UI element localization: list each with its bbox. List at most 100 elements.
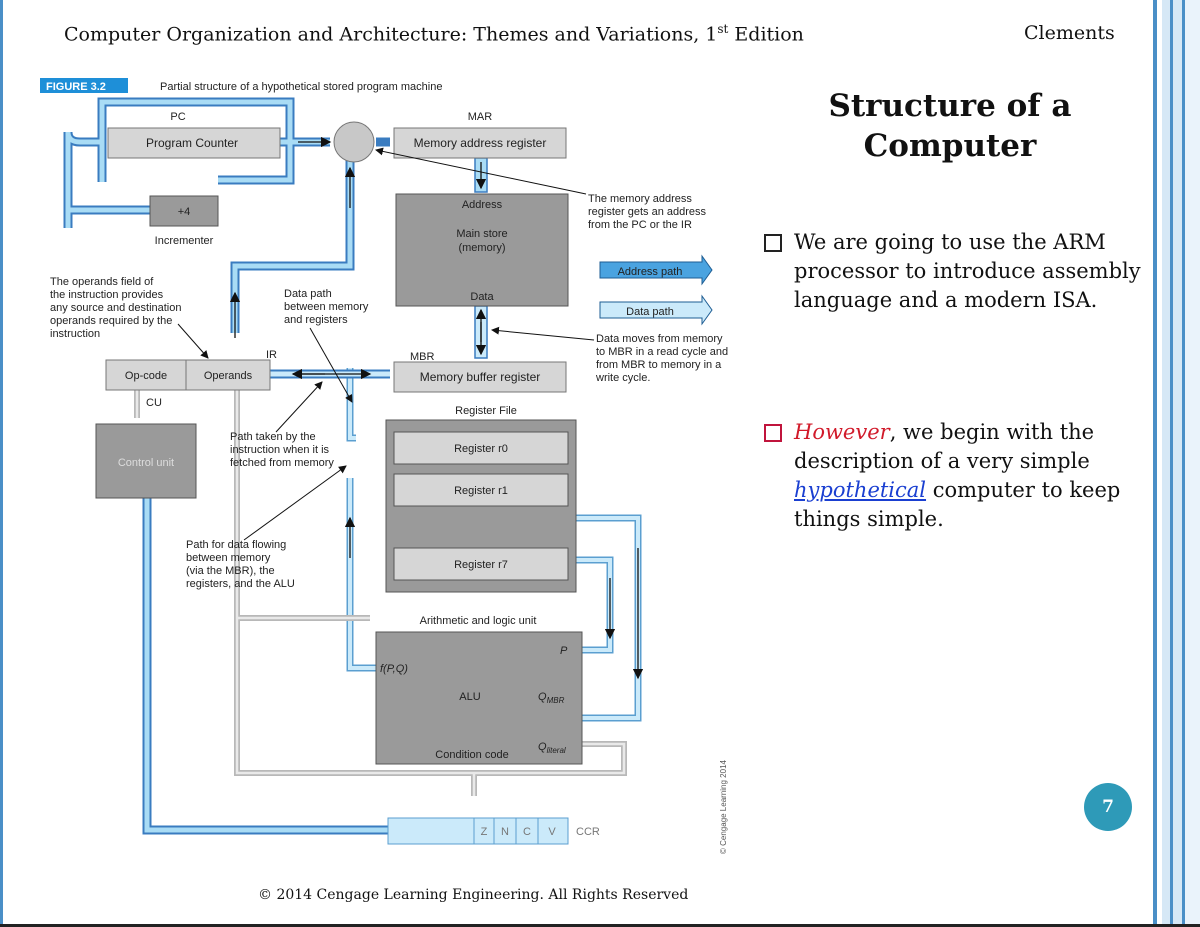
svg-text:Address path: Address path [618,266,683,278]
svg-text:Memory buffer register: Memory buffer register [420,370,541,384]
bullet-1: We are going to use the ARM processor to… [764,228,1156,315]
svg-text:registers, and the ALU: registers, and the ALU [186,578,295,590]
svg-text:Register r0: Register r0 [454,443,508,455]
svg-text:Path for data flowing: Path for data flowing [186,539,286,551]
svg-text:QMBR: QMBR [538,691,565,705]
pc-label: PC [170,111,185,123]
svg-text:The memory address: The memory address [588,193,692,205]
register-file-label: Register File [455,405,517,417]
bullet-2: However, we begin with the description o… [764,418,1156,534]
svg-text:Op-code: Op-code [125,370,167,382]
data-path-legend [599,294,713,326]
page-number-badge: 7 [1084,783,1132,831]
operands-box [185,359,271,391]
slide-title: Structure of a Computer [828,88,1072,164]
svg-text:operands required by the: operands required by the [50,315,172,327]
bottom-frame-line [0,924,1200,927]
mar-label: MAR [468,111,493,123]
checkbox-bullet-icon [764,424,782,442]
svg-text:between memory: between memory [284,301,369,313]
svg-text:to MBR in a read cycle and: to MBR in a read cycle and [596,346,728,358]
opcode-box [105,359,187,391]
svg-text:The operands field of: The operands field of [50,276,154,288]
svg-text:Memory address register: Memory address register [414,136,547,150]
address-path-legend [599,254,713,286]
svg-text:the instruction provides: the instruction provides [50,289,164,301]
svg-text:Address: Address [462,199,503,211]
svg-text:instruction when it is: instruction when it is [230,444,330,456]
svg-text:f(P,Q): f(P,Q) [380,663,408,675]
svg-text:N: N [501,826,509,838]
svg-text:P: P [560,645,568,657]
svg-text:Data: Data [470,291,494,303]
incrementer-box [149,195,219,227]
fetch-annotation: Path taken by the instruction when it is… [230,381,334,469]
svg-text:from MBR to memory in a: from MBR to memory in a [596,359,722,371]
address-selector [333,121,375,163]
ir-label: IR [266,349,277,361]
svg-text:Qliteral: Qliteral [538,741,566,755]
ccr-register [473,817,569,845]
svg-text:between memory: between memory [186,552,271,564]
book-title: Computer Organization and Architecture: … [64,22,804,46]
svg-text:Data path: Data path [284,288,332,300]
mar-annotation: The memory address register gets an addr… [375,147,707,231]
alu-title: Arithmetic and logic unit [420,615,537,627]
svg-text:any source and destination: any source and destination [50,302,181,314]
mar-box [393,127,567,159]
register-r0 [393,431,569,465]
right-decorative-stripes [1150,0,1200,927]
svg-text:Register r7: Register r7 [454,559,508,571]
svg-text:and registers: and registers [284,314,348,326]
alu-box [375,631,583,765]
svg-text:Operands: Operands [204,370,253,382]
svg-text:from the PC or the IR: from the PC or the IR [588,219,692,231]
svg-text:V: V [548,826,556,838]
figure-caption: Partial structure of a hypothetical stor… [160,81,442,93]
program-counter-box [107,127,281,159]
svg-text:Path taken by the: Path taken by the [230,431,316,443]
svg-text:Register r1: Register r1 [454,485,508,497]
checkbox-bullet-icon [764,234,782,252]
svg-text:Data path: Data path [626,306,674,318]
left-frame-bar [0,0,3,927]
mbr-box [393,361,567,393]
author-name: Clements [1024,22,1115,44]
svg-text:+4: +4 [178,206,191,218]
figure-copyright: © Cengage Learning 2014 [719,759,728,854]
footer-copyright: © 2014 Cengage Learning Engineering. All… [258,887,689,903]
svg-text:Z: Z [481,826,488,838]
svg-text:(via the MBR), the: (via the MBR), the [186,565,275,577]
figure-badge: FIGURE 3.2 [46,81,106,93]
control-unit-box [95,423,197,499]
svg-text:CCR: CCR [576,826,600,838]
svg-text:Data moves from memory: Data moves from memory [596,333,723,345]
svg-text:ALU: ALU [459,691,480,703]
svg-text:Program Counter: Program Counter [146,136,238,150]
svg-text:fetched from memory: fetched from memory [230,457,334,469]
stored-program-machine-diagram: FIGURE 3.2 Partial structure of a hypoth… [40,78,728,854]
register-r1 [393,473,569,507]
operands-annotation: The operands field of the instruction pr… [50,276,209,359]
register-r7 [393,547,569,581]
hypothetical-link[interactable]: hypothetical [794,478,927,502]
cu-label: CU [146,397,162,409]
datapath-annotation: Data path between memory and registers [284,288,369,403]
svg-text:register gets an address: register gets an address [588,206,707,218]
grey-control-fill [135,386,626,796]
main-store-box [395,193,569,307]
incrementer-label: Incrementer [155,235,214,247]
ccr-left-bus [387,817,475,845]
svg-text:(memory): (memory) [458,242,505,254]
svg-text:write cycle.: write cycle. [595,372,650,384]
mbr-annotation: Data moves from memory to MBR in a read … [491,326,728,384]
mbr-label: MBR [410,351,435,363]
svg-text:Control unit: Control unit [118,457,174,469]
svg-text:Main store: Main store [456,228,507,240]
flow-annotation: Path for data flowing between memory (vi… [186,465,347,590]
svg-text:C: C [523,826,531,838]
figure-badge-bg [40,78,128,93]
svg-text:instruction: instruction [50,328,100,340]
svg-text:Condition code: Condition code [435,749,508,761]
